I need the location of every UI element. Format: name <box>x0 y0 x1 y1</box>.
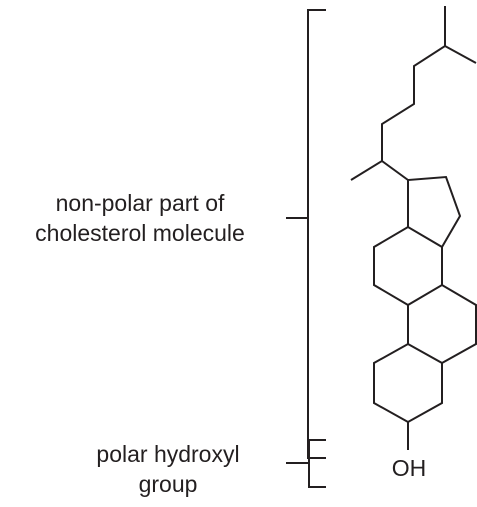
ring-d <box>407 175 462 248</box>
polar-label-line1: polar hydroxyl <box>96 441 239 467</box>
side-chain-methyl-1 <box>350 160 383 181</box>
ring-c <box>373 225 443 306</box>
nonpolar-label-line1: non-polar part of <box>56 190 225 216</box>
side-chain <box>381 44 477 181</box>
ring-a <box>373 342 443 424</box>
nonpolar-bracket <box>307 9 326 459</box>
ring-b <box>407 283 477 364</box>
polar-label-line2: group <box>139 471 198 497</box>
polar-bracket <box>308 439 326 488</box>
nonpolar-label-line2: cholesterol molecule <box>35 220 245 246</box>
hydroxyl-label: OH <box>392 455 427 481</box>
